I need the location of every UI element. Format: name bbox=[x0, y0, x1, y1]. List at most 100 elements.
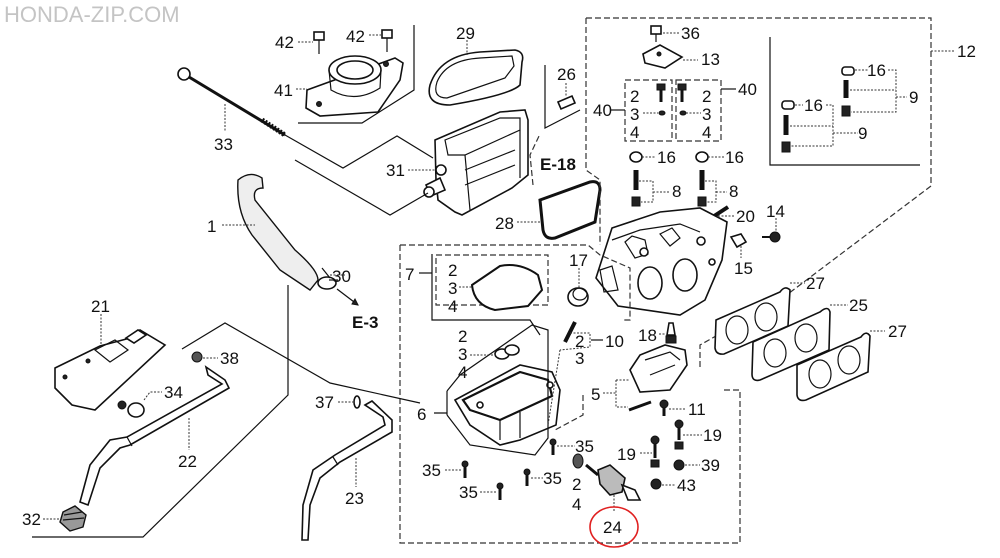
kit-40a-box bbox=[624, 79, 673, 142]
kit-40b-box bbox=[675, 79, 722, 142]
part-6-float-bowl[interactable] bbox=[453, 364, 561, 446]
label-35a: 35 bbox=[575, 437, 594, 456]
part-6-orings[interactable] bbox=[494, 344, 520, 360]
kit40a-item-4: 4 bbox=[630, 123, 639, 142]
leader-38-to-6 bbox=[181, 322, 421, 404]
label-1: 1 bbox=[207, 217, 216, 236]
kit-26-bracket bbox=[544, 65, 581, 129]
label-16a: 16 bbox=[657, 148, 676, 167]
label-35c: 35 bbox=[543, 469, 562, 488]
part-34-clamp[interactable] bbox=[117, 400, 145, 418]
kit40b-item-3: 3 bbox=[702, 105, 711, 124]
label-18: 18 bbox=[638, 326, 657, 345]
part-16a-cap[interactable] bbox=[629, 151, 643, 163]
label-43: 43 bbox=[677, 476, 696, 495]
kit7-item-4: 4 bbox=[448, 297, 457, 316]
label-7: 7 bbox=[405, 265, 414, 284]
part-10-needle[interactable] bbox=[547, 321, 577, 426]
label-42a: 42 bbox=[275, 33, 294, 52]
arrow-e18 bbox=[529, 133, 541, 186]
label-31: 31 bbox=[386, 161, 405, 180]
part-31-intake-housing[interactable] bbox=[423, 109, 529, 216]
part-33-long-bolt[interactable] bbox=[177, 67, 287, 138]
label-16d: 16 bbox=[804, 96, 823, 115]
label-16b: 16 bbox=[725, 148, 744, 167]
part-15-clip[interactable] bbox=[729, 233, 748, 249]
label-27a: 27 bbox=[806, 274, 825, 293]
label-38: 38 bbox=[220, 349, 239, 368]
part-19a-screw[interactable] bbox=[674, 419, 684, 450]
part-42-bolt-a[interactable] bbox=[313, 31, 325, 54]
carburetor-body[interactable] bbox=[595, 207, 728, 316]
part-13-plate[interactable] bbox=[642, 44, 684, 69]
label-19a: 19 bbox=[703, 426, 722, 445]
part-43-nut[interactable] bbox=[650, 478, 662, 490]
label-41: 41 bbox=[274, 81, 293, 100]
section-ref-e3[interactable]: E-3 bbox=[352, 313, 378, 332]
kit-6-outline bbox=[446, 324, 549, 456]
part-9a-screw[interactable] bbox=[841, 80, 851, 117]
part-37-clip[interactable] bbox=[353, 395, 361, 409]
label-8a: 8 bbox=[672, 182, 681, 201]
part-35d-screw[interactable] bbox=[496, 482, 504, 500]
label-42b: 42 bbox=[346, 27, 365, 46]
part-14-screw[interactable] bbox=[762, 231, 781, 243]
part-18-valve[interactable] bbox=[665, 322, 677, 344]
kit-6-box-bottom bbox=[399, 245, 741, 544]
part-8b-screw[interactable] bbox=[697, 170, 707, 207]
part-35b-screw[interactable] bbox=[461, 460, 469, 478]
label-27b: 27 bbox=[888, 322, 907, 341]
label-36: 36 bbox=[681, 24, 700, 43]
part-25-insulator[interactable] bbox=[751, 307, 831, 382]
part-27a-gasket[interactable] bbox=[714, 287, 791, 355]
part-36-screw[interactable] bbox=[650, 25, 662, 42]
part-32-filter[interactable] bbox=[59, 505, 87, 532]
part-40b-jet[interactable] bbox=[677, 83, 687, 116]
part-29-gasket[interactable] bbox=[428, 49, 524, 106]
kit40b-item-4: 4 bbox=[702, 123, 711, 142]
kit-12-box-left bbox=[585, 18, 601, 245]
label-35d: 35 bbox=[459, 483, 478, 502]
label-40b: 40 bbox=[738, 80, 757, 99]
kit7-item-3: 3 bbox=[448, 279, 457, 298]
part-7-float-gasket[interactable] bbox=[470, 264, 544, 312]
kit-9-bracket bbox=[769, 37, 920, 166]
part-24-fuel-cut-solenoid[interactable] bbox=[572, 453, 642, 501]
part-16d-cap[interactable] bbox=[781, 100, 795, 110]
part-35a-screw[interactable] bbox=[549, 438, 557, 455]
label-39: 39 bbox=[701, 456, 720, 475]
part-27b-gasket[interactable] bbox=[796, 332, 871, 402]
part-42-bolt-b[interactable] bbox=[381, 29, 393, 52]
kit-7-bracket bbox=[431, 254, 541, 336]
highlight-circle-24 bbox=[589, 506, 639, 548]
part-17-cap[interactable] bbox=[567, 287, 589, 307]
kit10-item-2: 2 bbox=[575, 332, 584, 351]
part-11-screw[interactable] bbox=[659, 399, 669, 416]
part-16c-cap[interactable] bbox=[841, 66, 855, 76]
part-35c-screw[interactable] bbox=[523, 468, 531, 486]
part-9b-screw[interactable] bbox=[781, 115, 791, 153]
section-ref-e18[interactable]: E-18 bbox=[540, 155, 576, 174]
part-5-float[interactable] bbox=[629, 344, 688, 393]
part-21-bracket[interactable] bbox=[54, 329, 167, 411]
part-8a-screw[interactable] bbox=[631, 170, 641, 207]
part-1-hose[interactable] bbox=[237, 173, 319, 291]
part-22-hose[interactable] bbox=[79, 365, 231, 507]
part-41-intake-flange[interactable] bbox=[305, 55, 404, 117]
part-28-gasket[interactable] bbox=[538, 180, 602, 240]
part-5-float-pin[interactable] bbox=[628, 400, 652, 412]
label-6: 6 bbox=[417, 405, 426, 424]
kit6-item-2: 2 bbox=[458, 327, 467, 346]
label-34: 34 bbox=[164, 383, 183, 402]
part-26-pin[interactable] bbox=[556, 94, 577, 111]
part-38-clip[interactable] bbox=[191, 351, 203, 363]
part-40a-jet[interactable] bbox=[656, 83, 666, 116]
part-16b-cap[interactable] bbox=[695, 151, 709, 163]
label-11: 11 bbox=[688, 400, 706, 419]
label-9b: 9 bbox=[858, 124, 867, 143]
part-23-hose[interactable] bbox=[301, 400, 393, 541]
part-39-nut[interactable] bbox=[673, 459, 685, 471]
label-33: 33 bbox=[214, 135, 233, 154]
part-19b-screw[interactable] bbox=[650, 435, 660, 468]
